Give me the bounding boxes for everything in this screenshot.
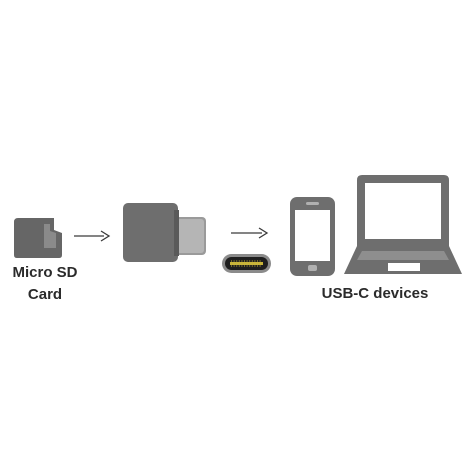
arrow-right-icon xyxy=(231,227,269,239)
usb-c-devices-label: USB-C devices xyxy=(321,285,429,302)
micro-sd-label-line1: Micro SD xyxy=(12,264,78,281)
usb-c-connector-icon xyxy=(222,254,271,273)
usb-c-card-reader-icon xyxy=(123,203,206,262)
micro-sd-card-label: Micro SD Card xyxy=(0,262,90,306)
arrow-right-icon xyxy=(74,230,111,242)
smartphone-icon xyxy=(290,197,335,276)
laptop-icon xyxy=(344,175,462,274)
micro-sd-label-line2: Card xyxy=(27,286,63,303)
micro-sd-card-icon xyxy=(14,218,62,258)
